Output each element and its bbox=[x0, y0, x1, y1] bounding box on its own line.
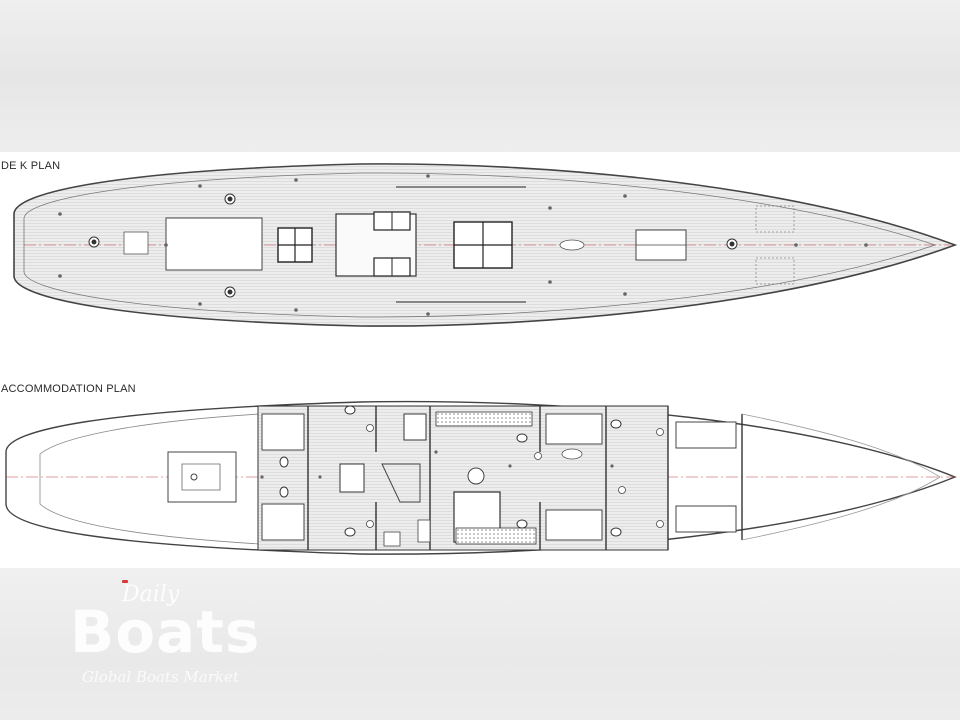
hatch-icon bbox=[453, 221, 513, 269]
toilet-icon bbox=[279, 405, 622, 537]
bollard-icon bbox=[58, 174, 868, 316]
plans-drawing bbox=[5, 163, 958, 555]
winch-icon bbox=[88, 193, 738, 298]
watermark-boats-text: Boats bbox=[70, 598, 261, 666]
cockpit bbox=[165, 217, 263, 271]
deck-plan bbox=[13, 163, 958, 327]
blurred-background-top bbox=[0, 0, 960, 152]
accommodation-plan-label: ACCOMMODATION PLAN bbox=[1, 383, 136, 395]
watermark-tagline: Global Boats Market bbox=[82, 668, 239, 686]
blurred-background-bottom bbox=[0, 568, 960, 720]
bunk-icon bbox=[261, 413, 737, 541]
brand-accent-mark bbox=[122, 580, 128, 583]
plans-panel: DE K PLAN ACCOMMODATION PLAN bbox=[0, 152, 960, 568]
accommodation-plan bbox=[5, 400, 957, 555]
watermark-daily-text: Daily bbox=[122, 582, 180, 607]
hatch-icon bbox=[277, 227, 313, 263]
deck-plan-label: DE K PLAN bbox=[1, 160, 61, 172]
dailyboats-watermark: Daily Boats Global Boats Market bbox=[70, 580, 330, 700]
